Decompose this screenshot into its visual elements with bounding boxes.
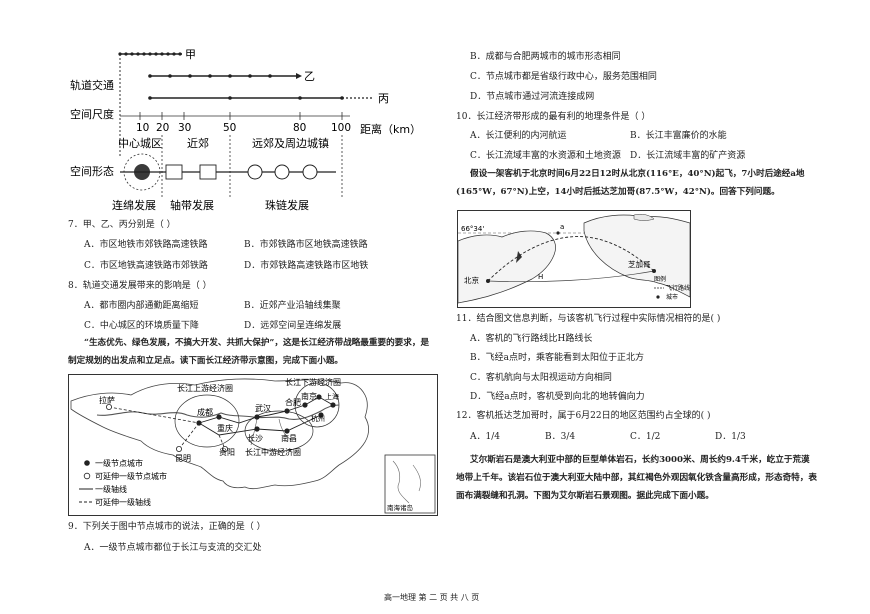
q9-option-a: A．一级节点城市都位于长江与支流的交汇处 [84,543,262,553]
q7-option-b: B．市郊铁路市区地铁高速铁路 [244,240,368,250]
row-label-rail: 轨道交通 [70,78,114,92]
q8-option-a: A．都市圈内部通勤距离缩短 [84,301,199,311]
q11-option-b: B．飞经a点时，乘客能看到太阳位于正北方 [470,353,644,363]
passage-flight-line2: (165°W，67°N)上空，14小时后抵达芝加哥(87.5°W，42°N)。回… [456,187,780,197]
stage-bead: 珠链发展 [265,198,309,212]
legend-city: 城市 [666,293,678,301]
q12-option-a: A．1/4 [470,432,500,442]
legend-extendable-node: 可延伸一级节点城市 [95,471,167,481]
passage-ayers-line3: 面布满裂缝和孔洞。下图为艾尔斯岩石景观图。据此完成下面小题。 [456,491,714,501]
q11-option-c: C．客机航向与太阳视运动方向相同 [470,373,612,383]
label-nanchang: 南昌 [281,433,297,443]
q11-option-d: D．飞经a点时，客机受到向北的地转偏向力 [470,392,645,402]
q9-option-b: B．成都与合肥两城市的城市形态相同 [470,52,621,62]
yangtze-economic-belt-map: 长江上游经济圈 长江下游经济圈 长江中游经济圈 拉萨 成都 重庆 武汉 合肥 南… [68,374,438,516]
q9-option-c: C．节点城市都是省级行政中心，服务范围相同 [470,72,657,82]
label-lhasa: 拉萨 [99,395,115,405]
passage-flight-line1: 假设一架客机于北京时间6月22日12时从北京(116°E，40°N)起飞，7小时… [470,169,805,179]
q11-option-a: A．客机的飞行路线比H路线长 [470,334,593,344]
label-inset: 南海诸岛 [387,503,413,512]
row-label-scale: 空间尺度 [70,107,114,121]
q7-stem: 7．甲、乙、丙分别是（ ） [68,220,176,230]
label-hangzhou: 杭州 [311,414,325,423]
label-wuhan: 武汉 [255,403,271,413]
line-jia-label: 甲 [185,48,196,61]
distance-20: 20 [156,122,169,134]
distance-ticks [139,112,343,120]
stage-continuous: 连绵发展 [112,198,156,212]
q9-stem: 9．下列关于图中节点城市的说法，正确的是（ ） [68,522,266,532]
label-hefei: 合肥 [285,397,301,407]
passage-yangtze-line1: “生态优先、绿色发展，不搞大开发、共抓大保护”，这是长江经济带战略最重要的要求，… [84,338,430,348]
q12-option-d: D．1/3 [715,432,746,442]
zone-center: 中心城区 [118,137,162,150]
distance-30: 30 [178,122,191,134]
zone-outer: 远郊及周边城镇 [252,136,329,150]
label-middle-circle: 长江中游经济圈 [245,447,301,457]
q10-option-a: A．长江便利的内河航运 [470,131,567,141]
q12-option-b: B．3/4 [545,432,576,442]
label-beijing: 北京 [464,275,479,285]
stage-axial: 轴带发展 [170,198,214,212]
q10-stem: 10．长江经济带形成的最有利的地理条件是（ ） [456,112,651,122]
distance-80: 80 [293,122,306,134]
label-chicago: 芝加哥 [628,259,651,269]
legend-primary-axis: 一级轴线 [95,484,127,494]
line-bing-label: 丙 [378,92,389,105]
zone-suburb: 近郊 [187,137,209,150]
label-guiyang: 贵阳 [219,447,235,457]
label-kunming: 昆明 [175,454,191,463]
passage-yangtze-line2: 制定规划的出发点和立足点。读下面长江经济带示意图，完成下面小题。 [68,356,344,366]
distance-10: 10 [136,122,149,134]
label-chongqing: 重庆 [217,423,233,433]
flight-route-map: 66°34' 北京 芝加哥 a H 图例 飞行路线 城市 [457,210,691,308]
page-footer: 高一地理 第 二 页 共 八 页 [384,593,480,602]
q10-option-c: C．长江流域丰富的水资源和土地资源 [470,151,621,161]
legend-title: 图例 [654,275,666,283]
label-upper-circle: 长江上游经济圈 [177,383,233,393]
q8-option-d: D．远郊空间呈连绵发展 [244,321,342,331]
q11-stem: 11．结合图文信息判断，与该客机飞行过程中实际情况相符的是( ) [456,314,721,324]
label-nanjing: 南京 [301,391,317,401]
label-chengdu: 成都 [197,407,213,417]
q7-option-c: C．市区地铁高速铁路市郊铁路 [84,261,208,271]
map1-legend: 一级节点城市 可延伸一级节点城市 一级轴线 可延伸一级轴线 [79,458,167,507]
q8-option-b: B．近郊产业沿轴线集聚 [244,301,341,311]
row-label-form: 空间形态 [70,164,114,178]
q12-stem: 12．客机抵达芝加哥时，属于6月22日的地区范围约占全球的( ) [456,411,711,421]
line-yi-label: 乙 [304,70,315,83]
distance-100: 100 [331,122,351,134]
distance-axis-label: 距离（km） [360,122,421,136]
q10-option-d: D．长江流域丰富的矿产资源 [630,151,746,161]
legend-flight-route: 飞行路线 [666,284,690,292]
q9-option-d: D．节点城市通过河流连接成网 [470,92,595,102]
label-arctic-circle: 66°34' [461,225,484,233]
legend-extendable-axis: 可延伸一级轴线 [95,497,151,507]
q7-option-d: D．市郊铁路高速铁路市区地铁 [244,261,369,271]
passage-ayers-line1: 艾尔斯岩石是澳大利亚中部的巨型单体岩石，长约3000米、周长约9.4千米，屹立于… [470,455,810,465]
rail-transit-diagram: 轨道交通 空间尺度 空间形态 甲 乙 丙 [70,48,421,212]
q10-option-b: B．长江丰富廉价的水能 [630,131,727,141]
q12-option-c: C．1/2 [630,432,661,442]
line-bing-stations [148,96,344,100]
q7-option-a: A．市区地铁市郊铁路高速铁路 [84,240,208,250]
line-yi-stations [148,74,272,78]
passage-ayers-line2: 地带上千年。该岩石位于澳大利亚大陆中部，其红褐色外观因氧化铁含量高形成，形态奇特… [456,473,817,483]
q8-stem: 8．轨道交通发展带来的影响是（ ） [68,281,212,291]
line-jia-stations [118,52,182,56]
label-route-h: H [538,273,543,281]
legend-primary-node: 一级节点城市 [95,458,143,468]
q8-option-c: C．中心城区的环境质量下降 [84,321,199,331]
label-shanghai: 上海 [325,392,339,401]
distance-50: 50 [223,122,236,134]
label-point-a: a [560,223,564,231]
label-changsha: 长沙 [247,433,263,443]
label-lower-circle: 长江下游经济圈 [285,377,341,387]
